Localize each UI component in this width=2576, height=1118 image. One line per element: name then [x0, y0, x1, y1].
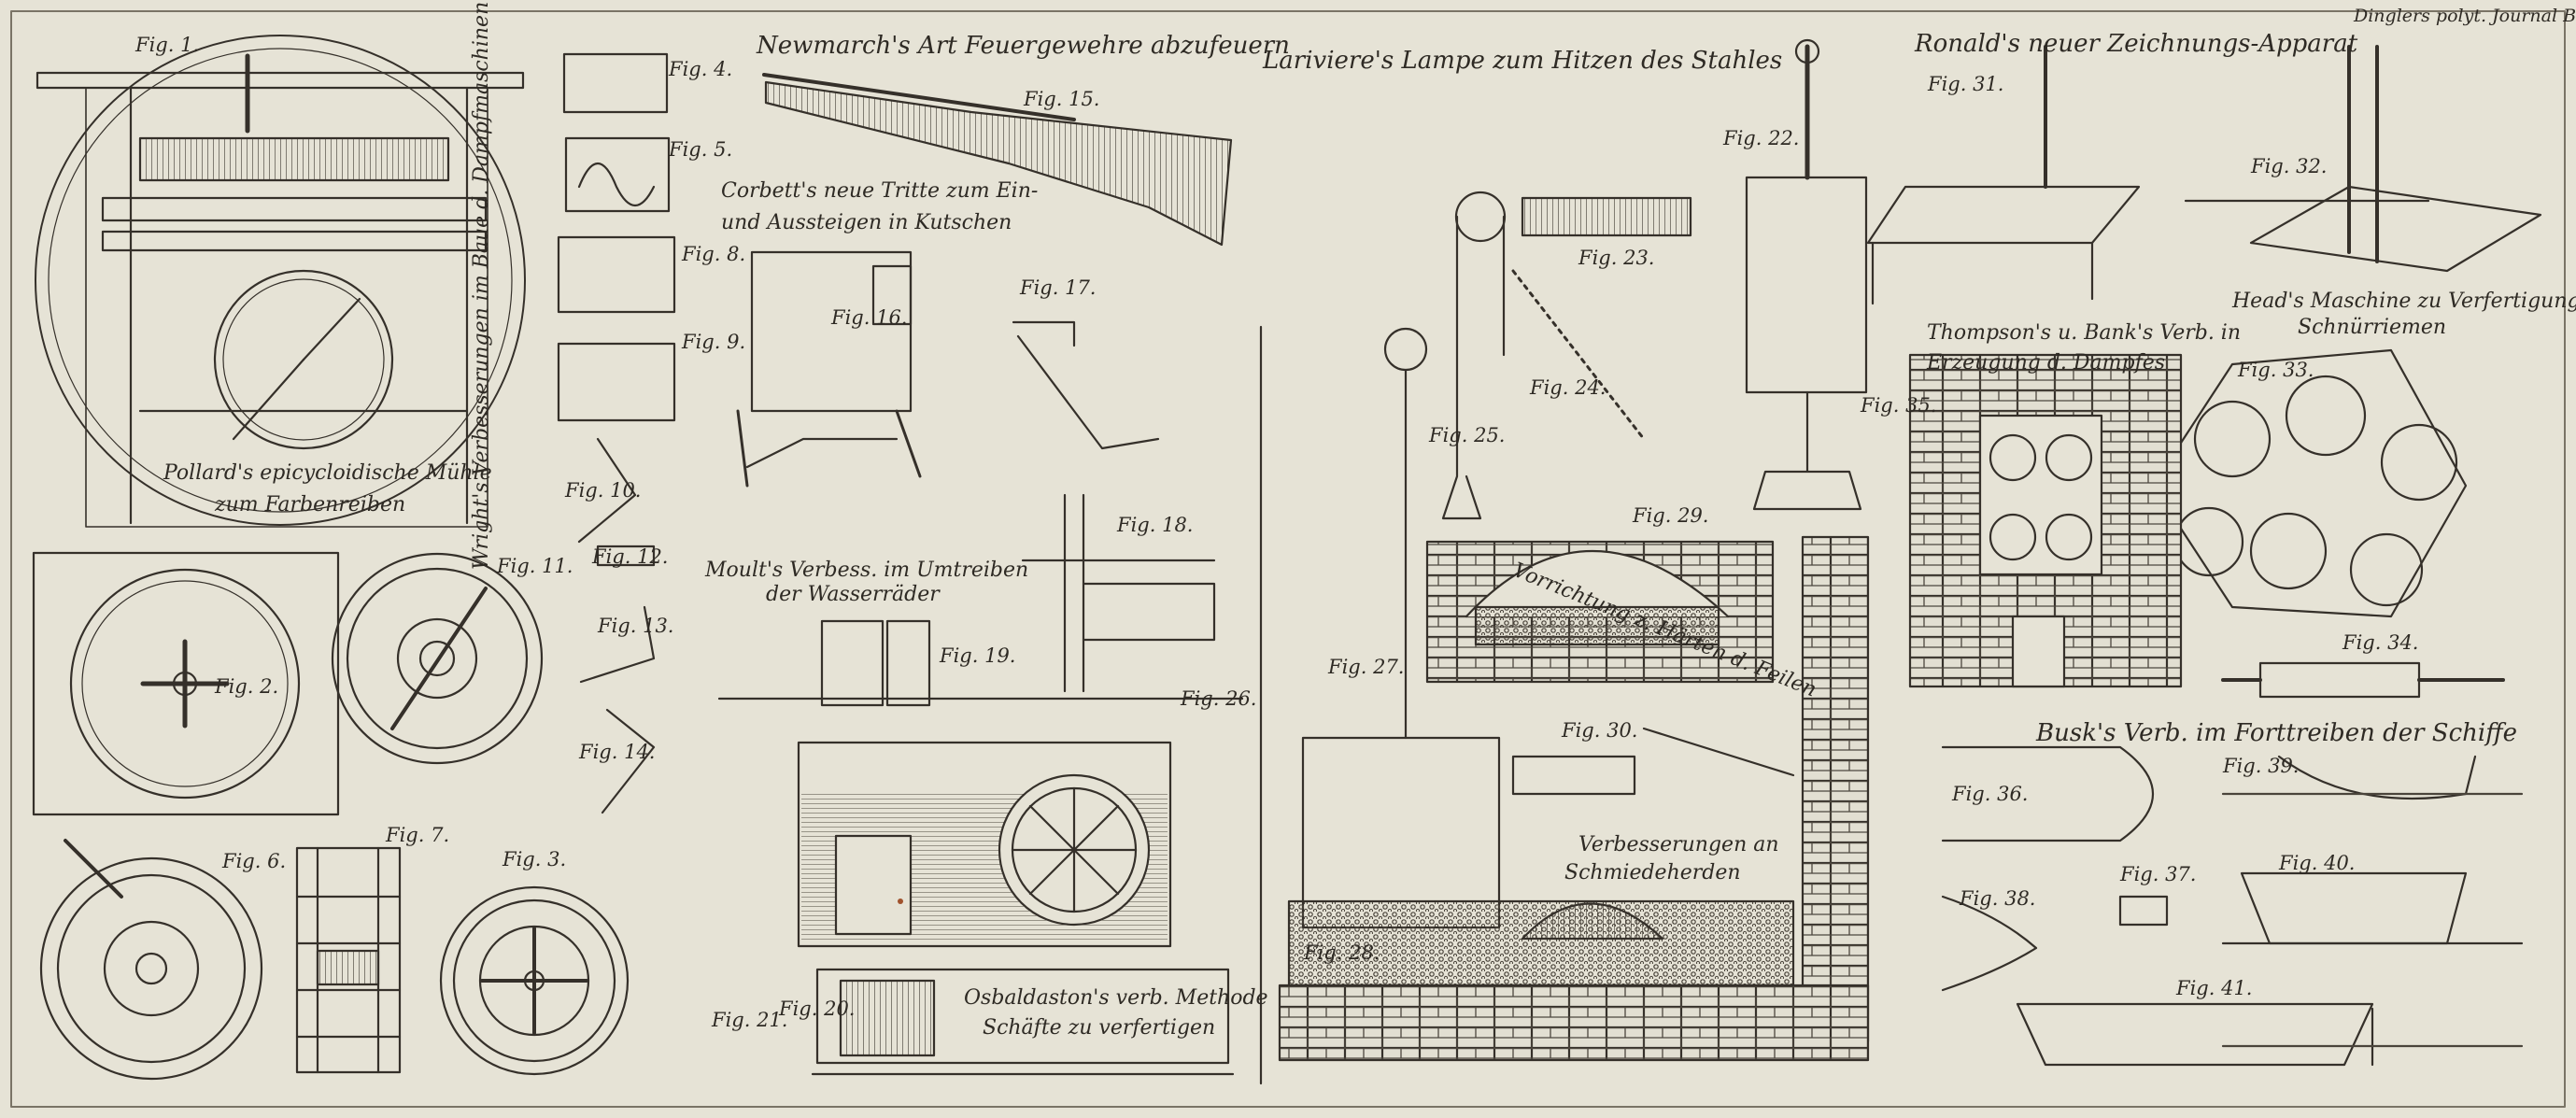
- heading-head-line1: Head's Maschine zu Verfertigung d.: [2232, 290, 2576, 313]
- fig11-ring: [331, 552, 544, 765]
- fig36-label: Fig. 36.: [1952, 783, 2029, 805]
- fig24-label: Fig. 24.: [1530, 376, 1606, 399]
- fig10-label: Fig. 10.: [565, 479, 642, 502]
- fig33-label: Fig. 33.: [2238, 359, 2314, 381]
- fig16-carriage: [736, 250, 922, 488]
- fig7-frame: [295, 846, 402, 1074]
- fig23-label: Fig. 23.: [1578, 247, 1655, 269]
- fig32-label: Fig. 32.: [2251, 155, 2328, 177]
- fig38-label: Fig. 38.: [1960, 887, 2036, 910]
- fig29-label: Fig. 29.: [1633, 504, 1709, 527]
- fig27-shovel: [1259, 325, 1501, 1085]
- fig39-label: Fig. 39.: [2223, 755, 2300, 777]
- fig12-label: Fig. 12.: [592, 545, 669, 568]
- fig26-label: Fig. 26.: [1181, 687, 1257, 710]
- journal-header: Dinglers polyt. Journal Bd. XXI. Tb.V.: [2354, 6, 2576, 26]
- fig23-burner: [1521, 196, 1692, 237]
- heading-wright: Wright's Verbesserungen im Baue d. Dampf…: [470, 1, 493, 570]
- heading-osbaldaston-line1: Osbaldaston's verb. Methode: [964, 986, 1268, 1010]
- fig13-label: Fig. 13.: [598, 615, 674, 637]
- heading-schmiede-line2: Schmiedeherden: [1564, 861, 1741, 884]
- heading-head-line2: Schnürriemen: [2298, 316, 2447, 339]
- fig7-label: Fig. 7.: [386, 824, 450, 846]
- heading-schmiede-line1: Verbesserungen an: [1578, 833, 1779, 856]
- heading-corbett-line1: Corbett's neue Tritte zum Ein-: [721, 179, 1039, 203]
- heading-busk: Busk's Verb. im Forttreiben der Schiffe: [2036, 719, 2518, 747]
- fig1-label: Fig. 1.: [135, 34, 200, 56]
- fig15-rifle: [762, 73, 1233, 247]
- fig25-hook: [1441, 191, 1646, 520]
- heading-moult-line1: Moult's Verbess. im Umtreiben: [705, 559, 1029, 582]
- fig14-label: Fig. 14.: [579, 741, 656, 763]
- fig16-label: Fig. 16.: [831, 306, 908, 329]
- fig9-label: Fig. 9.: [682, 331, 746, 353]
- fig11-label: Fig. 11.: [497, 555, 573, 577]
- heading-lariviere: Lariviere's Lampe zum Hitzen des Stahles: [1263, 47, 1783, 75]
- fig2-disc: [32, 551, 340, 816]
- fig6-ring: [39, 839, 263, 1081]
- fig35-boiler: [1908, 353, 2183, 688]
- fig34-roller: [2221, 661, 2505, 699]
- fig18-label: Fig. 18.: [1117, 514, 1194, 536]
- fig40-label: Fig. 40.: [2279, 852, 2356, 874]
- heading-thompson-line2: Erzeugung d. Dampfes: [1927, 351, 2166, 375]
- fig17-18-steps: [1012, 320, 1216, 693]
- heading-thompson-line1: Thompson's u. Bank's Verb. in: [1927, 321, 2242, 345]
- fig32-drawing-apparatus: [2184, 45, 2542, 273]
- fig27-label: Fig. 27.: [1328, 656, 1405, 678]
- fig41-label: Fig. 41.: [2176, 977, 2253, 999]
- fig3-label: Fig. 3.: [502, 848, 567, 870]
- fig19-wheel-tank: [717, 619, 1244, 948]
- fig4-label: Fig. 4.: [669, 58, 733, 80]
- fig28-forge: [1278, 535, 1870, 1062]
- fig19-label: Fig. 19.: [940, 644, 1016, 667]
- fig35-label: Fig. 35.: [1861, 394, 1937, 417]
- fig22-lamp: [1745, 38, 1868, 511]
- fig31-drawing-apparatus: [1866, 45, 2141, 305]
- fig22-label: Fig. 22.: [1723, 127, 1800, 149]
- fig36-41-ship-propulsion: [1941, 745, 2524, 1067]
- fig20-shafts: [811, 968, 1235, 1076]
- fig31-label: Fig. 31.: [1928, 73, 2004, 95]
- fig17-label: Fig. 17.: [1020, 276, 1097, 299]
- heading-moult-line2: der Wasserräder: [766, 583, 940, 606]
- fig8-label: Fig. 8.: [682, 243, 746, 265]
- heading-ronald: Ronald's neuer Zeichnungs-Apparat: [1915, 30, 2358, 58]
- fig34-label: Fig. 34.: [2342, 631, 2419, 654]
- fig1-pollard-mill: [35, 35, 526, 528]
- heading-newmarch: Newmarch's Art Feuergewehre abzufeuern: [757, 32, 1290, 60]
- fig15-label: Fig. 15.: [1024, 88, 1100, 110]
- fig3-ring: [439, 885, 630, 1076]
- fig28-label: Fig. 28.: [1304, 941, 1380, 964]
- fig37-label: Fig. 37.: [2120, 863, 2197, 885]
- fig30-label: Fig. 30.: [1562, 719, 1638, 742]
- fig2-label: Fig. 2.: [215, 675, 279, 698]
- fig6-label: Fig. 6.: [222, 850, 287, 872]
- heading-pollard-line1: Pollard's epicycloidische Mühle: [163, 461, 492, 485]
- small-parts-figs-4-14: [557, 52, 676, 814]
- heading-osbaldaston-line2: Schäfte zu verfertigen: [983, 1016, 1216, 1040]
- fig21-label: Fig. 21.: [712, 1009, 788, 1031]
- heading-pollard-line2: zum Farbenreiben: [215, 493, 406, 517]
- fig5-label: Fig. 5.: [669, 138, 733, 161]
- fig25-label: Fig. 25.: [1429, 424, 1506, 446]
- heading-corbett-line2: und Aussteigen in Kutschen: [721, 211, 1012, 234]
- fig33-braiding-machine: [2151, 348, 2468, 618]
- fig20-label: Fig. 20.: [779, 998, 856, 1020]
